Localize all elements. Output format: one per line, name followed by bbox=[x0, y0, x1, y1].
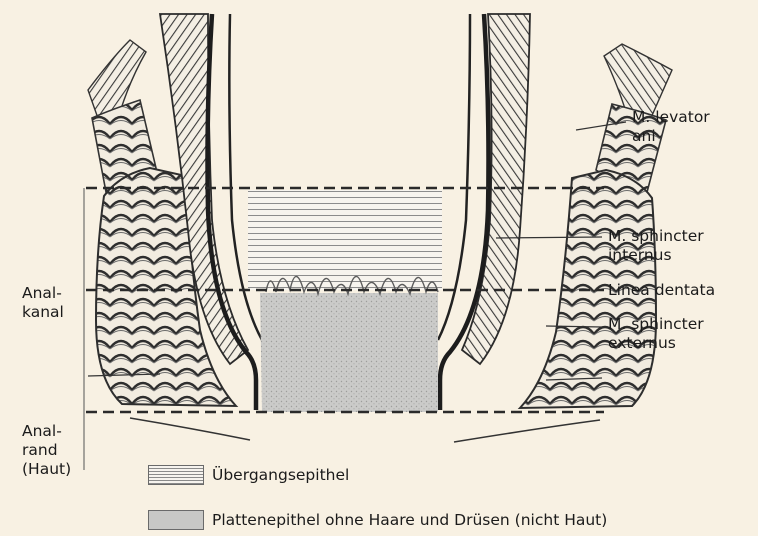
label-analkanal: Anal- kanal bbox=[22, 284, 64, 322]
legend-label-squamous: Plattenepithel ohne Haare und Drüsen (ni… bbox=[212, 511, 607, 530]
skin-left bbox=[130, 418, 250, 440]
label-levator-ani: M. levator ani bbox=[632, 108, 710, 146]
legend-label-transitional: Übergangsepithel bbox=[212, 466, 349, 485]
skin-right bbox=[454, 420, 600, 442]
label-sphincter-internus: M. sphincter internus bbox=[608, 227, 704, 265]
legend-swatch-squamous bbox=[148, 510, 204, 530]
transitional-epithelium-zone bbox=[248, 190, 442, 290]
squamous-epithelium-zone bbox=[260, 293, 438, 412]
legend-swatch-transitional bbox=[148, 465, 204, 485]
label-analrand: Anal- rand (Haut) bbox=[22, 422, 71, 479]
label-sphincter-externus: M. sphincter externus bbox=[608, 315, 704, 353]
label-linea-dentata: Linea dentata bbox=[608, 281, 715, 300]
